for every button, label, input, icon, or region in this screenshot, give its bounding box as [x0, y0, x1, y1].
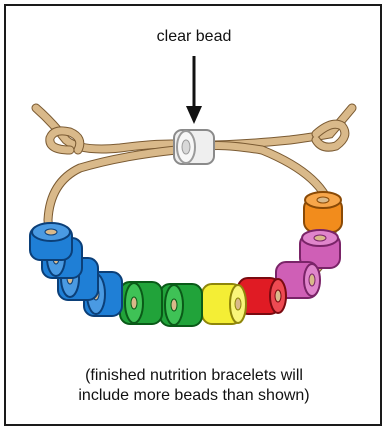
blue-bead: [30, 223, 122, 316]
green-bead: [120, 282, 202, 326]
clear-bead-label: clear bead: [0, 28, 388, 46]
caption-line-1: (finished nutrition bracelets will: [30, 366, 358, 386]
clear-bead: [174, 130, 214, 164]
yellow-bead: [202, 284, 246, 324]
arrow-icon: [186, 56, 202, 124]
caption-line-2: include more beads than shown): [30, 386, 358, 406]
orange-bead: [304, 192, 342, 232]
caption: (finished nutrition bracelets will inclu…: [30, 366, 358, 406]
